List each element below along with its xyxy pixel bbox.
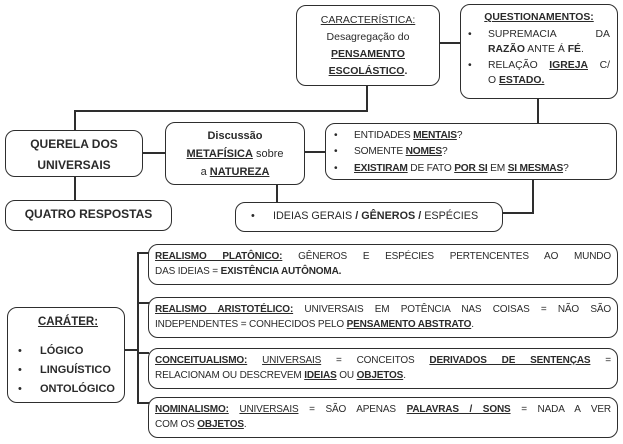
list-item: • SOMENTE NOMES? [334,144,610,160]
list-item: • LÓGICO [18,342,118,361]
connector-spine-vertical [137,252,139,404]
querela-line: QUERELA DOS [30,137,118,151]
realismo-platonico-box: REALISMO PLATÔNICO: GÊNEROS E ESPÉCIES P… [148,244,618,285]
connector-carater-spine [125,349,139,351]
querela-box: QUERELA DOS UNIVERSAIS [5,130,143,177]
entidades-item: SOMENTE NOMES? [354,146,448,158]
connector-entidades-down [532,180,534,214]
bullet-icon: • [468,59,472,71]
caracteristica-line: ESCOLÁSTICO. [328,65,408,77]
list-item: • ENTIDADES MENTAIS? [334,128,610,144]
list-item: • ONTOLÓGICO [18,380,118,399]
list-item: • LINGUÍSTICO [18,361,118,380]
bullet-icon: • [18,345,22,357]
connector-stub-conceitualismo [137,352,149,354]
carater-title: CARÁTER: [37,316,99,328]
connector-querela-quatro [74,177,76,200]
discussao-line: METAFÍSICA sobre [186,148,284,160]
connector-caracteristica-down [366,86,368,112]
connector-caracteristica-querela-horizontal [74,110,368,112]
list-item: • IDEIAS GERAIS / GÊNEROS / ESPÉCIES [251,203,502,229]
resposta-line: CONCEITUALISMO: UNIVERSAIS = CONCEITOS D… [155,355,611,366]
questionamentos-box: QUESTIONAMENTOS: • SUPREMACIA DA RAZÃO A… [460,4,618,99]
item-line: SUPREMACIA DA [488,28,610,40]
connector-stub-nominalismo [137,402,149,404]
list-item: • SUPREMACIA DA RAZÃO ANTE Á FÉ. [468,27,610,58]
discussao-line: a NATUREZA [200,166,270,178]
querela-line: UNIVERSAIS [37,158,111,172]
connector-discussao-ideias [276,185,278,202]
caracteristica-line: Desagregação do [326,31,410,43]
resposta-line: INDEPENDENTES = CONHECIDOS PELO PENSAMEN… [155,319,474,331]
resposta-line: COM OS OBJETOS. [155,419,247,431]
caracteristica-box: CARACTERÍSTICA: Desagregação do PENSAMEN… [296,5,440,86]
bullet-icon: • [251,210,255,222]
questionamentos-title: QUESTIONAMENTOS: [484,12,594,23]
item-line: RAZÃO ANTE Á FÉ. [488,44,584,55]
caracteristica-line: PENSAMENTO [331,48,405,60]
connector-querela-up [74,112,76,130]
entidades-item: ENTIDADES MENTAIS? [354,130,463,141]
entidades-item: EXISTIRAM DE FATO POR SI EM SI MESMAS? [354,162,569,174]
connector-questionamentos-entidades [537,99,539,123]
caracteristica-title: CARACTERÍSTICA: [320,14,416,26]
bullet-icon: • [334,146,338,158]
connector-querela-discussao [143,152,165,154]
realismo-aristotelico-box: REALISMO ARISTOTÉLICO: UNIVERSAIS EM POT… [148,297,618,338]
list-item: • RELAÇÃO IGREJA C/ O ESTADO. [468,58,610,89]
questionamentos-item: RELAÇÃO IGREJA C/ O ESTADO. [488,58,610,89]
nominalismo-box: NOMINALISMO: UNIVERSAIS = SÃO APENAS PAL… [148,397,618,438]
entidades-box: • ENTIDADES MENTAIS? • SOMENTE NOMES? • … [325,123,617,180]
connector-caracteristica-questionamentos [440,42,460,44]
connector-stub-realismo-platonico [137,252,149,254]
connector-discussao-entidades [305,151,325,153]
discussao-line: Discussão [207,130,263,142]
questionamentos-item: SUPREMACIA DA RAZÃO ANTE Á FÉ. [488,27,610,58]
ideias-box: • IDEIAS GERAIS / GÊNEROS / ESPÉCIES [235,202,503,232]
item-line: RELAÇÃO IGREJA C/ [488,59,611,71]
connector-stub-realismo-aristotelico [137,302,149,304]
resposta-line: REALISMO ARISTOTÉLICO: UNIVERSAIS EM POT… [155,304,611,315]
connector-elbow-ideias [503,212,534,214]
resposta-line: REALISMO PLATÔNICO: GÊNEROS E ESPÉCIES P… [155,251,611,262]
carater-item: LÓGICO [40,345,84,357]
bullet-icon: • [468,28,472,40]
carater-box: CARÁTER: • LÓGICO • LINGUÍSTICO • ONTOLÓ… [7,307,125,403]
bullet-icon: • [18,364,22,376]
ideias-item: IDEIAS GERAIS / GÊNEROS / ESPÉCIES [273,210,479,222]
item-line: O ESTADO. [488,75,545,86]
bullet-icon: • [334,130,338,141]
conceitualismo-box: CONCEITUALISMO: UNIVERSAIS = CONCEITOS D… [148,348,618,389]
carater-item: LINGUÍSTICO [40,364,111,376]
quatro-respostas-box: QUATRO RESPOSTAS [5,200,172,231]
resposta-line: DAS IDEIAS = EXISTÊNCIA AUTÔNOMA. [155,266,342,278]
bullet-icon: • [18,383,22,395]
discussao-box: Discussão METAFÍSICA sobre a NATUREZA [165,122,305,185]
carater-item: ONTOLÓGICO [40,383,115,395]
resposta-line: RELACIONAM OU DESCREVEM IDEIAS OU OBJETO… [155,370,406,382]
list-item: • EXISTIRAM DE FATO POR SI EM SI MESMAS? [334,161,610,177]
quatro-respostas-label: QUATRO RESPOSTAS [24,207,153,221]
bullet-icon: • [334,162,338,174]
resposta-line: NOMINALISMO: UNIVERSAIS = SÃO APENAS PAL… [155,404,611,415]
